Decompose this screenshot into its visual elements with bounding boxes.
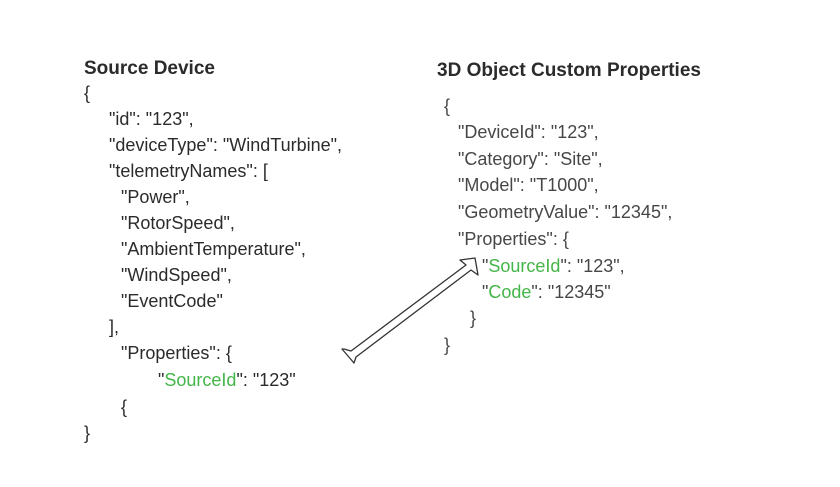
highlighted-key: SourceId xyxy=(488,256,561,276)
left-json-line: "telemetryNames": [ xyxy=(109,160,268,182)
json-text: "WindSpeed", xyxy=(121,265,232,285)
right-json-line: "SourceId": "123", xyxy=(482,255,625,277)
json-text: } xyxy=(444,335,451,355)
json-text: "Power", xyxy=(121,187,190,207)
left-json-line: { xyxy=(84,82,90,104)
json-text: { xyxy=(444,96,451,116)
right-json-line: } xyxy=(444,334,450,356)
left-json-line: "WindSpeed", xyxy=(121,264,232,286)
json-text: "deviceType": "WindTurbine", xyxy=(109,135,342,155)
json-text: "EventCode" xyxy=(121,291,223,311)
json-text: ": "12345" xyxy=(531,282,611,302)
right-json-line: "Category": "Site", xyxy=(458,148,603,170)
right-json-line: "Model": "T1000", xyxy=(458,174,599,196)
json-text: "RotorSpeed", xyxy=(121,213,235,233)
left-json-line: "SourceId": "123" xyxy=(158,369,296,391)
json-text: { xyxy=(121,397,128,417)
json-text: "telemetryNames": [ xyxy=(109,161,268,181)
left-json-line: "id": "123", xyxy=(109,108,194,130)
highlighted-key: SourceId xyxy=(164,370,237,390)
highlighted-key: Code xyxy=(488,282,532,302)
right-json-line: { xyxy=(444,95,450,117)
right-json-line: "GeometryValue": "12345", xyxy=(458,201,672,223)
json-text: "DeviceId": "123", xyxy=(458,122,599,142)
left-json-line: } xyxy=(84,422,90,444)
custom-properties-title: 3D Object Custom Properties xyxy=(437,60,701,81)
left-json-line: "AmbientTemperature", xyxy=(121,238,306,260)
source-device-title: Source Device xyxy=(84,58,215,79)
json-text: "GeometryValue": "12345", xyxy=(458,202,673,222)
json-text: "id": "123", xyxy=(109,109,194,129)
right-json-line: "Code": "12345" xyxy=(482,281,611,303)
left-json-line: "Power", xyxy=(121,186,190,208)
double-arrow-icon xyxy=(341,257,479,364)
json-text: " xyxy=(482,282,489,302)
left-json-line: { xyxy=(121,396,127,418)
left-json-line: "RotorSpeed", xyxy=(121,212,235,234)
json-text: { xyxy=(84,83,91,103)
json-text: } xyxy=(84,423,91,443)
json-text: "Properties": { xyxy=(121,343,232,363)
json-text: ": "123" xyxy=(236,370,296,390)
json-text: "Model": "T1000", xyxy=(458,175,599,195)
right-json-line: "DeviceId": "123", xyxy=(458,121,599,143)
json-text: " xyxy=(482,256,489,276)
left-json-line: "EventCode" xyxy=(121,290,223,312)
json-text: "AmbientTemperature", xyxy=(121,239,306,259)
json-text: ": "123", xyxy=(560,256,625,276)
right-json-line: "Properties": { xyxy=(458,228,569,250)
json-text: " xyxy=(158,370,165,390)
right-json-line: } xyxy=(470,307,476,329)
left-json-line: ], xyxy=(109,316,119,338)
left-json-line: "deviceType": "WindTurbine", xyxy=(109,134,342,156)
left-json-line: "Properties": { xyxy=(121,342,232,364)
json-text: ], xyxy=(109,317,120,337)
json-text: "Properties": { xyxy=(458,229,569,249)
json-text: "Category": "Site", xyxy=(458,149,603,169)
json-text: } xyxy=(470,308,477,328)
